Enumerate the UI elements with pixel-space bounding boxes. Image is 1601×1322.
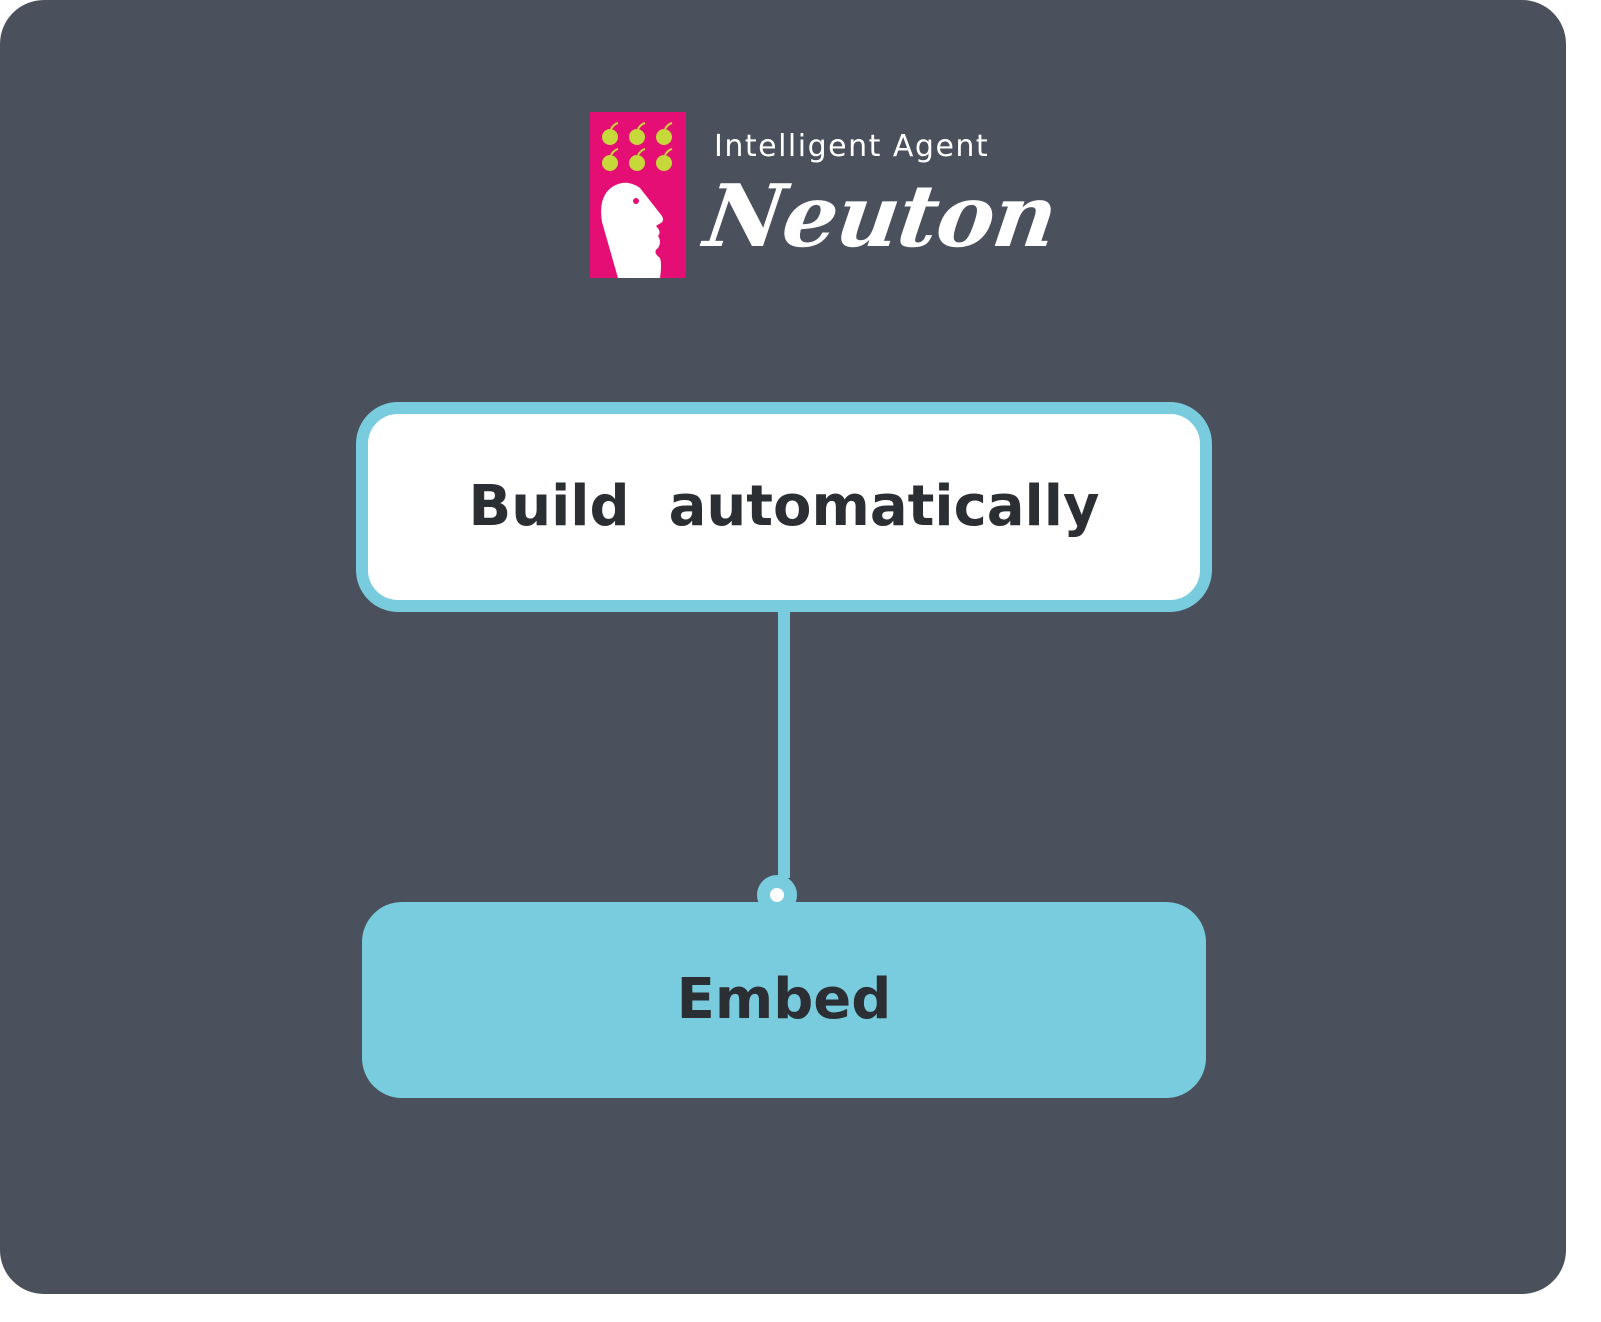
embed-label: Embed	[676, 967, 892, 1032]
connector-line	[778, 608, 790, 878]
build-automatically-node: Build automatically	[356, 402, 1212, 612]
logo-tagline: Intelligent Agent	[714, 129, 990, 164]
embed-node: Embed	[362, 902, 1206, 1098]
build-automatically-label: Build automatically	[468, 474, 1100, 539]
neuton-logo: Intelligent Agent Neuton	[590, 112, 1063, 282]
logo-wordmark: Neuton	[698, 166, 1063, 267]
head-with-apples-icon	[590, 112, 686, 278]
diagram-canvas: Intelligent Agent Neuton Build automatic…	[0, 0, 1566, 1294]
